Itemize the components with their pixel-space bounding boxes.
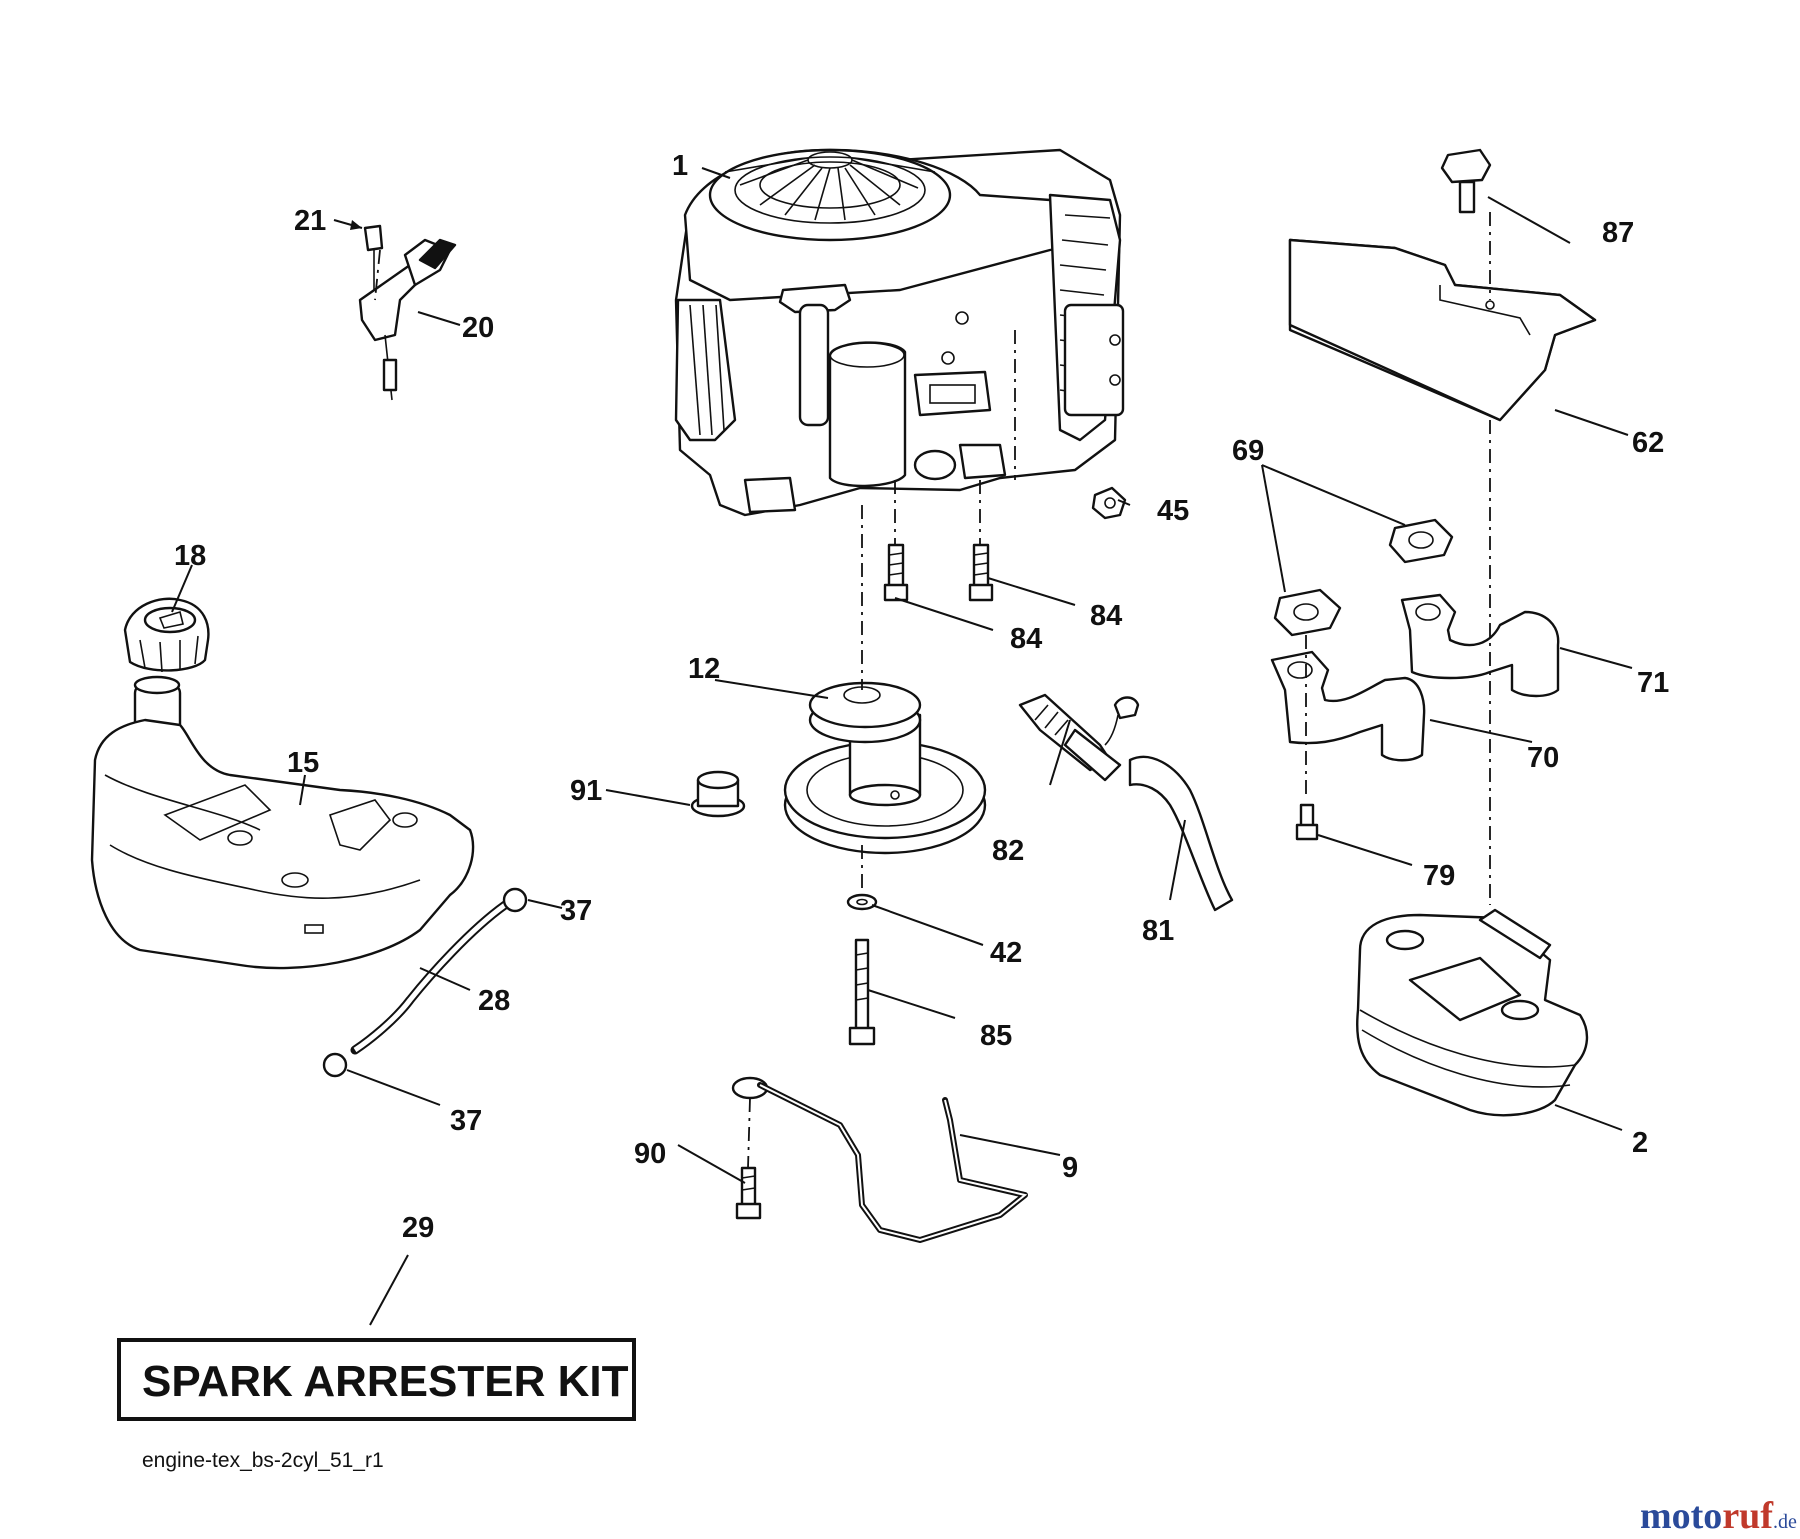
throttle-control-drawing	[358, 224, 457, 401]
label-70: 70	[1527, 742, 1559, 774]
label-21: 21	[294, 205, 326, 237]
label-20: 20	[462, 312, 494, 344]
label-2: 2	[1632, 1127, 1648, 1159]
label-84-left: 84	[1010, 623, 1042, 655]
label-37-lower: 37	[450, 1105, 482, 1137]
label-45: 45	[1157, 495, 1189, 527]
label-15: 15	[287, 747, 319, 779]
label-42: 42	[990, 937, 1022, 969]
hose-drawing	[1128, 755, 1234, 912]
pulley-drawing	[783, 681, 987, 855]
label-18: 18	[174, 540, 206, 572]
label-90: 90	[634, 1138, 666, 1170]
heat-shield-drawing	[1288, 238, 1597, 422]
label-87: 87	[1602, 217, 1634, 249]
spark-arrester-kit-label: SPARK ARRESTER KIT	[142, 1357, 629, 1406]
label-9: 9	[1062, 1152, 1078, 1184]
spark-arrester-kit-box: SPARK ARRESTER KIT	[117, 1338, 636, 1421]
label-85: 85	[980, 1020, 1012, 1052]
label-62: 62	[1632, 427, 1664, 459]
label-84-right: 84	[1090, 600, 1122, 632]
motoruf-logo: motoruf.de	[1640, 1495, 1797, 1537]
fuel-cap-drawing	[123, 597, 210, 673]
fuel-tank-drawing	[90, 675, 475, 970]
label-29: 29	[402, 1212, 434, 1244]
label-91: 91	[570, 775, 602, 807]
bracket-drawing	[731, 1076, 1028, 1243]
svg-text:motoruf.de: motoruf.de	[1640, 1495, 1797, 1537]
part-labels: 1 21 20 87 62 69 45 18 84 84 12 71 15 91…	[174, 150, 1669, 1244]
fuel-filter-drawing	[1018, 693, 1140, 782]
label-28: 28	[478, 985, 510, 1017]
muffler-drawing	[1356, 908, 1589, 1117]
fuel-line-drawing	[322, 887, 528, 1078]
hardware-drawing	[735, 148, 1492, 1220]
diagram-caption: engine-tex_bs-2cyl_51_r1	[142, 1449, 384, 1472]
label-81: 81	[1142, 915, 1174, 947]
label-12: 12	[688, 653, 720, 685]
bushing-drawing	[690, 770, 746, 818]
label-79: 79	[1423, 860, 1455, 892]
label-71: 71	[1637, 667, 1669, 699]
label-37-upper: 37	[560, 895, 592, 927]
leader-lines	[171, 167, 1633, 1326]
label-69: 69	[1232, 435, 1264, 467]
label-82: 82	[992, 835, 1024, 867]
exhaust-parts-drawing	[1270, 518, 1560, 762]
assembly-centerlines	[374, 212, 1491, 1169]
label-1: 1	[672, 150, 688, 182]
engine-drawing	[674, 148, 1125, 517]
